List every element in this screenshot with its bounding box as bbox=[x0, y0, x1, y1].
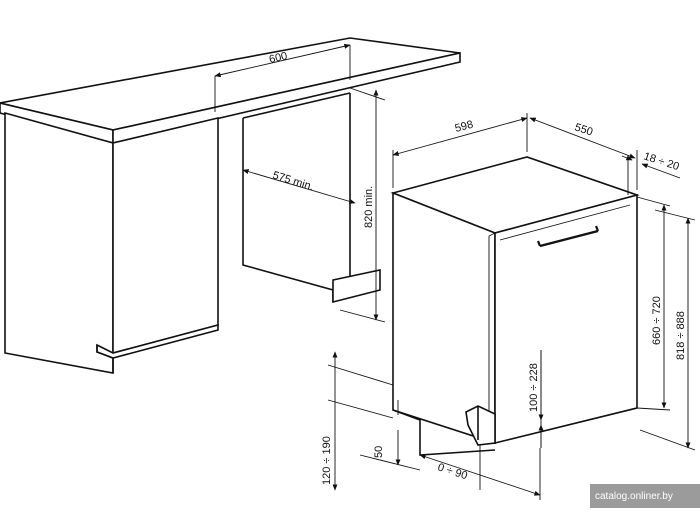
niche-back-wall bbox=[242, 118, 334, 302]
dim-foot-offset: 50 bbox=[359, 400, 421, 471]
dim-total-height: 818 ÷ 888 bbox=[639, 209, 696, 451]
dim-niche-height: 820 min. bbox=[339, 87, 386, 323]
dim-niche-depth: 575 min. bbox=[242, 169, 356, 204]
label-550: 550 bbox=[573, 121, 594, 138]
dishwasher bbox=[390, 156, 640, 456]
label-100-228: 100 ÷ 228 bbox=[528, 363, 540, 412]
dishwasher-side-panel bbox=[392, 191, 496, 445]
label-598: 598 bbox=[454, 119, 475, 135]
dishwasher-door-handle bbox=[536, 225, 600, 248]
watermark-text: catalog.onliner.by bbox=[595, 491, 673, 502]
dim-door-gap: 18 ÷ 20 bbox=[621, 150, 681, 195]
dim-depth: 550 bbox=[529, 117, 638, 190]
dim-worktop-depth: 600 bbox=[214, 43, 351, 112]
label-575-min: 575 min. bbox=[271, 169, 315, 193]
watermark: catalog.onliner.by bbox=[590, 484, 700, 508]
dim-width: 598 bbox=[392, 113, 528, 188]
dim-foot-height: 120 ÷ 190 bbox=[321, 351, 394, 491]
dim-body-height: 660 ÷ 720 bbox=[636, 196, 671, 411]
label-0-90: 0 ÷ 90 bbox=[436, 461, 469, 482]
label-820-min: 820 min. bbox=[363, 186, 375, 228]
label-660-720: 660 ÷ 720 bbox=[651, 296, 663, 345]
cabinet-side-panel bbox=[4, 111, 114, 374]
label-818-888: 818 ÷ 888 bbox=[675, 311, 687, 360]
label-120-190: 120 ÷ 190 bbox=[321, 436, 333, 485]
kitchen-cabinet bbox=[0, 37, 461, 374]
dishwasher-plinth bbox=[465, 405, 496, 446]
label-50: 50 bbox=[373, 446, 385, 458]
label-600: 600 bbox=[268, 50, 289, 66]
label-18-20: 18 ÷ 20 bbox=[642, 150, 681, 173]
dishwasher-door bbox=[494, 193, 638, 445]
dim-plinth-range: 100 ÷ 228 bbox=[528, 350, 544, 448]
